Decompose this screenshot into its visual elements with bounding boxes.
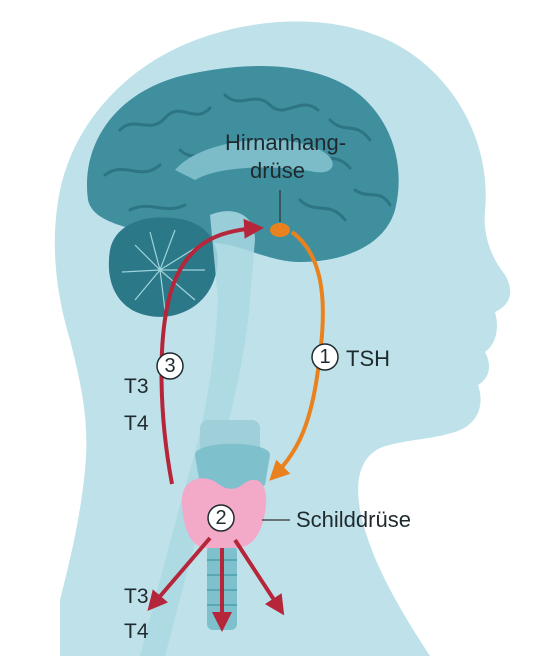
- pituitary-gland: [270, 223, 290, 237]
- output-t4-label: T4: [124, 620, 149, 643]
- step-3-number: 3: [164, 355, 175, 377]
- step-1-number: 1: [319, 346, 330, 368]
- pituitary-label-line1: Hirnanhang-: [225, 130, 346, 155]
- output-t3-label: T3: [124, 585, 149, 608]
- feedback-t3-label: T3: [124, 375, 149, 398]
- tsh-label: TSH: [346, 346, 390, 371]
- feedback-t4-label: T4: [124, 412, 149, 435]
- step-2-number: 2: [215, 507, 226, 529]
- step-3-marker: 3: [157, 353, 183, 379]
- thyroid-label: Schilddrüse: [296, 507, 411, 532]
- step-1-marker: 1: [312, 344, 338, 370]
- pituitary-label-line2: drüse: [250, 158, 305, 183]
- step-2-marker: 2: [208, 505, 234, 531]
